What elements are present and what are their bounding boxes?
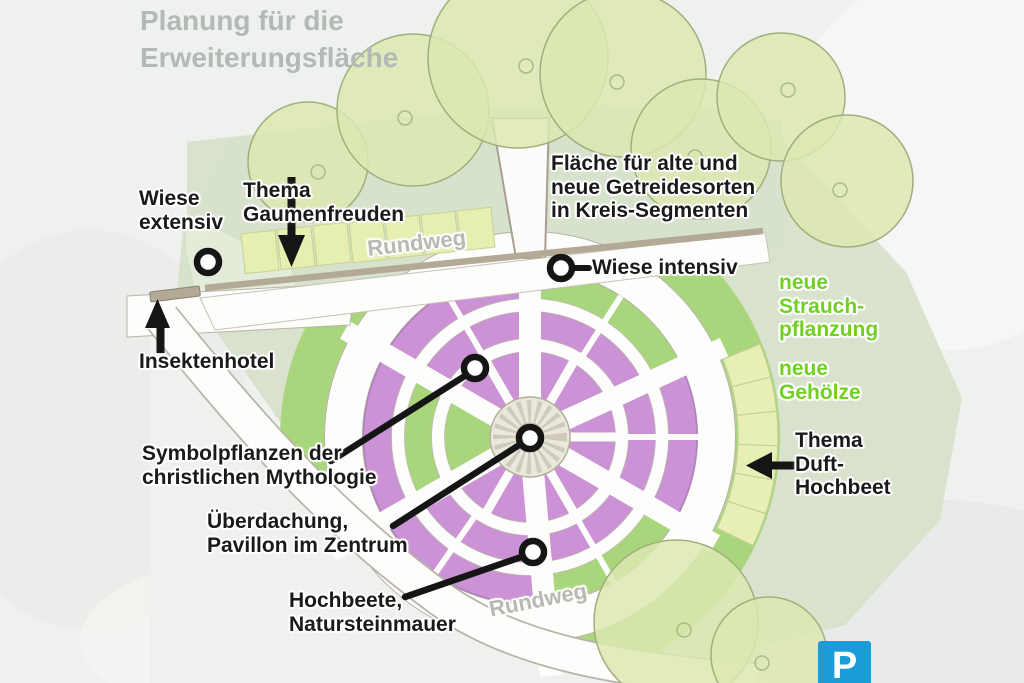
bed-dividers: [431, 290, 698, 585]
page-title: Planung für die Erweiterungsfläche: [140, 5, 399, 73]
tree-trunk-marks: [310, 58, 848, 671]
marker-hochbeete: [518, 537, 548, 567]
marker-wiese-extensiv: [193, 247, 223, 277]
annotation-lines: [327, 265, 592, 601]
inner-spokes: [482, 358, 618, 516]
duft-hochbeet-beds: [716, 343, 779, 547]
diagonal-path: [199, 231, 771, 331]
marker-wiese-intensiv: [546, 253, 576, 283]
wiese-extensiv-area: [186, 214, 296, 296]
arrow-up-icon: [145, 299, 170, 353]
southwest-background: [150, 290, 750, 683]
marker-pavillon: [515, 423, 545, 453]
stone-wall: [149, 227, 764, 303]
arrow-left-icon: [746, 452, 798, 479]
parking-icon: P: [818, 641, 871, 683]
insect-hotel: [149, 285, 201, 303]
annotation-markers: [193, 247, 576, 567]
tree: [780, 114, 914, 248]
trees-group: [247, 0, 914, 683]
annotation-arrows: [145, 177, 798, 479]
marker-symbolpflanzen: [460, 353, 490, 383]
arrow-down-icon: [278, 177, 305, 267]
